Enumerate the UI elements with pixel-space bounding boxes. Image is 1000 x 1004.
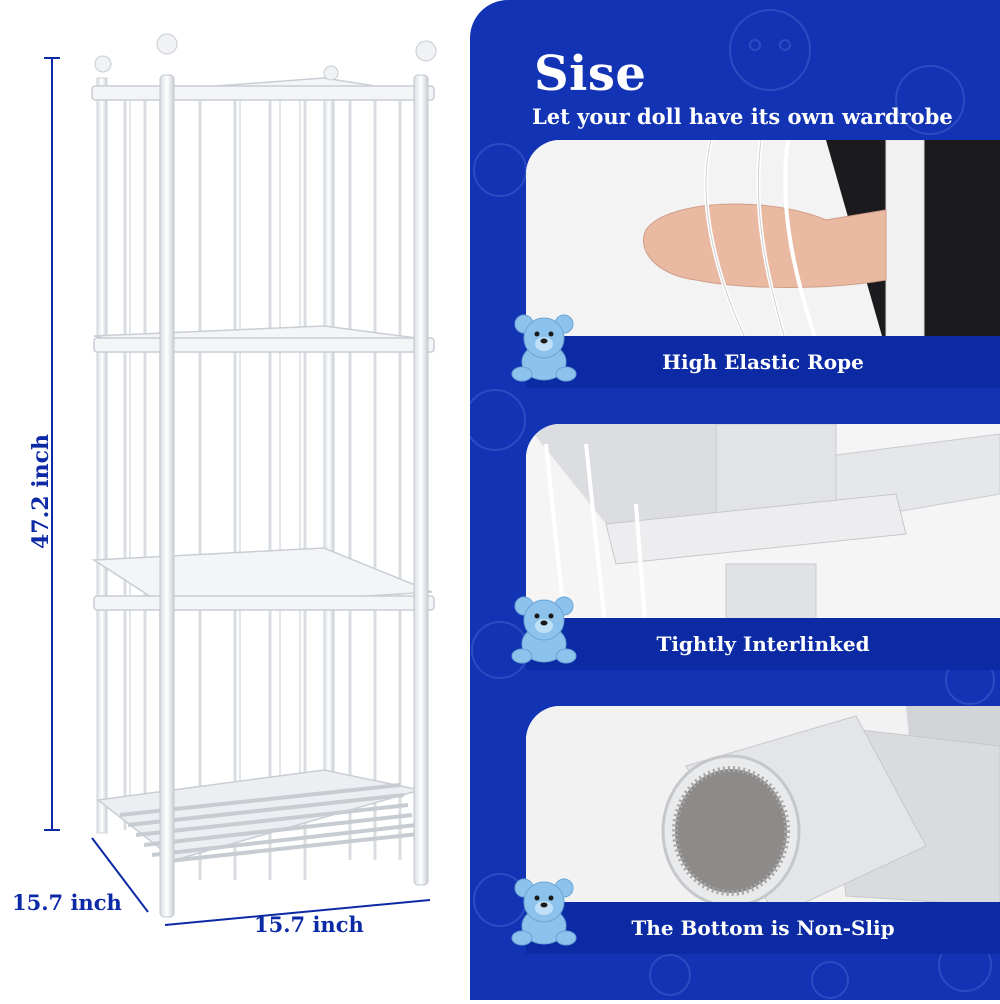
width-dimension: 15.7 inch — [254, 912, 364, 937]
feature-image-non-slip — [526, 706, 1000, 916]
doll-wardrobe-illustration — [44, 33, 437, 926]
teddy-bear-icon — [511, 878, 577, 946]
feature-banner: The Bottom is Non-Slip — [526, 902, 1000, 954]
page-title: Sise — [534, 46, 647, 102]
depth-dimension: 15.7 inch — [12, 890, 122, 915]
feature-banner: High Elastic Rope — [526, 336, 1000, 388]
feature-image-interlinked — [526, 424, 1000, 634]
feature-label-non-slip: The Bottom is Non-Slip — [631, 916, 895, 940]
page-subtitle: Let your doll have its own wardrobe — [532, 104, 953, 129]
feature-banner: Tightly Interlinked — [526, 618, 1000, 670]
teddy-bear-icon — [511, 314, 577, 382]
feature-panel: Sise Let your doll have its own wardrobe… — [470, 0, 1000, 1000]
feature-label-elastic-rope: High Elastic Rope — [662, 350, 864, 374]
feature-label-interlinked: Tightly Interlinked — [656, 632, 870, 656]
height-dimension: 47.2 inch — [28, 434, 54, 549]
teddy-bear-icon — [511, 596, 577, 664]
product-panel: 47.2 inch 15.7 inch 15.7 inch — [0, 0, 470, 1000]
feature-image-elastic-rope — [526, 140, 1000, 350]
